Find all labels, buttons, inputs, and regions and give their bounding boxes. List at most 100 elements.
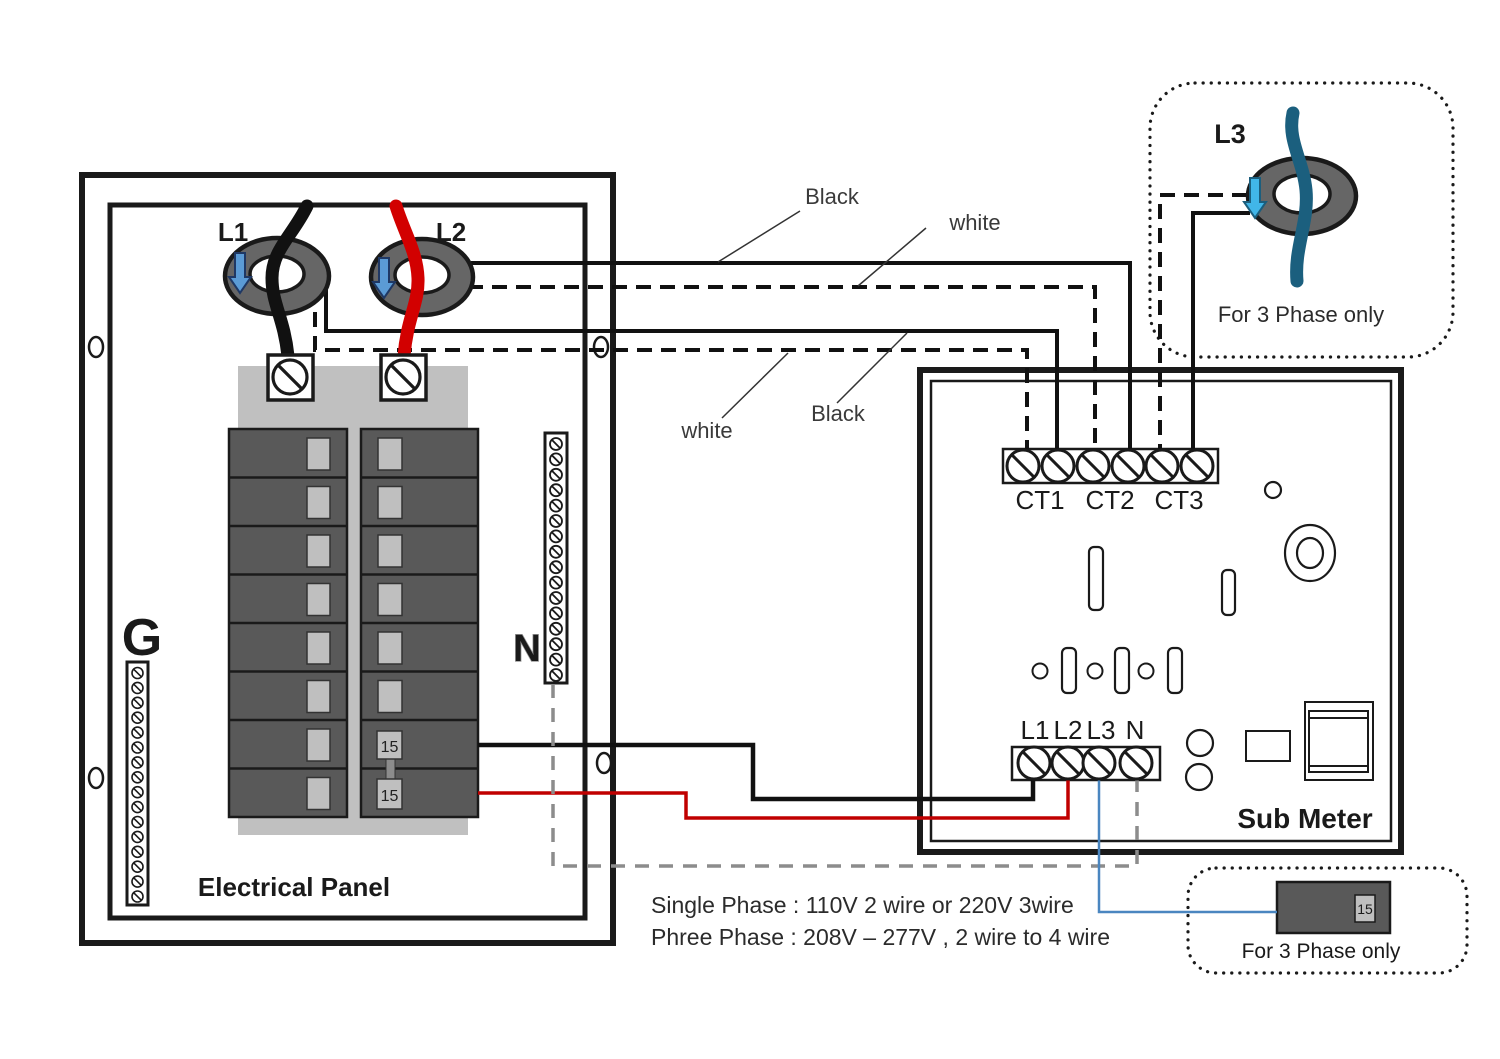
l2-conductor — [389, 199, 425, 363]
white-top-label: white — [948, 210, 1000, 235]
l2-terminal-label: L2 — [1054, 715, 1083, 745]
submeter-title: Sub Meter — [1237, 803, 1372, 834]
leader-white-top — [857, 227, 927, 287]
ct-terminal-screw-slash — [1116, 454, 1140, 478]
neutral-screw-slash — [551, 608, 561, 619]
switch-outer — [1304, 701, 1374, 781]
mounting-hole-top-right — [592, 335, 610, 359]
mid-hole-1 — [1031, 662, 1049, 680]
breaker-tie-bar — [385, 756, 396, 780]
neutral-screw-slash — [551, 593, 561, 603]
mid-slot-3 — [1166, 646, 1184, 695]
black-bottom-label: Black — [811, 401, 866, 426]
breaker-handle — [377, 437, 403, 471]
mid-slot-2 — [1113, 646, 1131, 695]
ground-screw-slash — [133, 862, 142, 872]
ground-screw-slash — [133, 832, 142, 842]
line-terminal-screw-slash — [1022, 751, 1046, 775]
l3-voltage-wire — [1097, 763, 1277, 914]
neutral-screw-slash — [551, 547, 561, 557]
l2-ct-label: L2 — [436, 217, 466, 247]
three-phase-breaker-callout: 15 For 3 Phase only — [1186, 866, 1469, 975]
breaker-handle — [306, 728, 331, 762]
breaker-handle — [306, 437, 331, 471]
breaker-15-top-label: 15 — [381, 739, 399, 756]
electrical-panel: 15 15 G N Electrical Panel — [79, 172, 616, 946]
wiring — [313, 193, 1277, 914]
ground-screw-slash — [133, 772, 142, 782]
breaker-15-top — [376, 730, 403, 760]
l1-voltage-wire — [478, 742, 1036, 802]
breaker-handle — [306, 776, 331, 811]
breaker-handle — [306, 631, 331, 665]
ground-screw-slash — [133, 787, 142, 797]
three-phase-breaker-label: 15 — [1357, 901, 1373, 917]
ct-l2-arrow-icon — [371, 257, 397, 300]
breaker-handle — [306, 582, 331, 617]
neutral-screw-slash — [551, 454, 561, 465]
lug-screw-slash — [390, 364, 416, 390]
ground-screw-slash — [133, 847, 142, 857]
neutral-bus-screws — [549, 437, 563, 682]
neutral-screw-slash — [551, 485, 561, 495]
ground-screw-slash — [133, 817, 142, 827]
breaker-15-bottom — [376, 778, 403, 810]
l3-conductor — [1285, 106, 1313, 288]
l3-ct-label: L3 — [1214, 119, 1246, 149]
line-terminal-screw-slash — [1087, 751, 1111, 775]
ground-screw-slash — [133, 698, 142, 708]
three-phase-note: Phree Phase : 208V – 277V , 2 wire to 4 … — [651, 924, 1110, 950]
leader-white-bottom — [721, 352, 789, 419]
ct-terminal-screw-slash — [1081, 454, 1105, 478]
black-top-label: Black — [805, 184, 860, 209]
breaker-handle — [377, 679, 403, 714]
three-phase-bottom-note: For 3 Phase only — [1242, 940, 1401, 963]
neutral-screw-slash — [551, 516, 561, 526]
ground-screw-slash — [133, 743, 142, 752]
ct-l3-arrow-icon — [1242, 177, 1268, 220]
leader-black-top — [717, 210, 801, 263]
terminal-screws — [271, 358, 1215, 781]
neutral-screw-slash — [551, 670, 561, 680]
ct-l1-arrow-icon — [227, 252, 253, 295]
grommet-inner — [1295, 536, 1325, 570]
mid-hole-3 — [1137, 662, 1155, 680]
breaker-handles — [306, 437, 403, 811]
breaker-handle — [306, 485, 331, 520]
breaker-handle — [306, 534, 331, 568]
mounting-hole-bottom-right — [595, 751, 613, 775]
grommet-outer — [1283, 523, 1337, 583]
vent-slot-2 — [1220, 568, 1237, 617]
ct3-white-wire — [1158, 193, 1247, 466]
ct-terminal-screw-slash — [1185, 454, 1209, 478]
ct2-terminal-label: CT2 — [1085, 485, 1134, 515]
neutral-wire — [551, 684, 1139, 868]
l1-ct-label: L1 — [218, 217, 248, 247]
neutral-screw-slash — [551, 500, 561, 511]
display-window — [1245, 730, 1291, 762]
neutral-screw-slash — [551, 654, 561, 665]
breaker-handle — [377, 582, 403, 617]
button-hole-2 — [1184, 762, 1214, 792]
ground-screw-slash — [133, 877, 142, 886]
ground-screw-slash — [133, 728, 142, 737]
neutral-screw-slash — [551, 562, 561, 572]
led-hole — [1263, 480, 1283, 500]
ct-terminal-screw-slash — [1046, 454, 1070, 478]
ct-terminal-screw-slash — [1011, 454, 1035, 478]
panel-title: Electrical Panel — [198, 872, 390, 902]
ct2-black-wire — [471, 261, 1132, 466]
neutral-screw-slash — [551, 577, 561, 588]
l3-terminal-label: L3 — [1087, 715, 1116, 745]
neutral-screw-slash — [551, 439, 561, 449]
ground-label: G — [122, 609, 162, 667]
breaker-15-bottom-label: 15 — [381, 788, 399, 805]
white-bottom-label: white — [680, 418, 732, 443]
sub-meter: CT1 CT2 CT3 L1 L2 L3 N Sub Meter — [917, 367, 1404, 855]
n-terminal-label: N — [1126, 715, 1145, 745]
leader-black-bottom — [836, 332, 908, 404]
breaker-handle — [377, 534, 403, 568]
ct-clamps — [222, 106, 1359, 363]
switch-inner — [1308, 710, 1369, 773]
